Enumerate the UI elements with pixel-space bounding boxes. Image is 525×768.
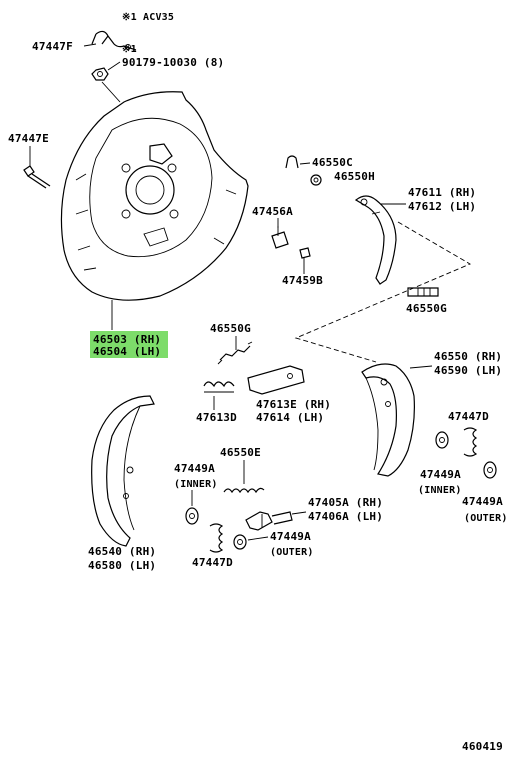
callout-47447d-left[interactable]: 47447D: [192, 556, 233, 569]
callout-47611[interactable]: 47611 (RH): [408, 186, 476, 199]
cup-47449a-inner-left-part: [185, 507, 199, 525]
callout-90179[interactable]: 90179-10030 (8): [122, 56, 224, 69]
nut-90179-part: [91, 67, 109, 81]
callout-46590[interactable]: 46590 (LH): [434, 364, 502, 377]
spring-46550g-left-part: [217, 341, 253, 365]
leader-47405a: [291, 511, 307, 515]
callout-47456a[interactable]: 47456A: [252, 205, 293, 218]
callout-46550g-left[interactable]: 46550G: [210, 322, 251, 335]
callout-47447f[interactable]: 47447F: [32, 40, 73, 53]
callout-47447e[interactable]: 47447E: [8, 132, 49, 145]
backing-plate-part: [60, 91, 249, 301]
cup-47449a-inner-right-part: [435, 431, 449, 449]
label-outer-left: (OUTER): [270, 547, 314, 558]
brake-shoe-right-part: [361, 363, 415, 477]
callout-46550c[interactable]: 46550C: [312, 156, 353, 169]
highlight-box: [90, 331, 168, 358]
clip-46550c-part: [285, 155, 299, 169]
pin-47447d-left-part: [209, 523, 224, 553]
cup-47449a-outer-left-part: [233, 534, 247, 550]
label-outer-right: (OUTER): [464, 513, 508, 524]
leader-nut-to-plate: [101, 81, 121, 103]
bolt-47459b-part: [299, 247, 311, 268]
callout-47613d[interactable]: 47613D: [196, 411, 237, 424]
callout-46550e[interactable]: 46550E: [220, 446, 261, 459]
callout-46504[interactable]: 46504 (LH): [93, 345, 161, 358]
callout-46540[interactable]: 46540 (RH): [88, 545, 156, 558]
callout-47405a[interactable]: 47405A (RH): [308, 496, 383, 509]
pin-47447d-right-part: [463, 427, 478, 457]
callout-47406a[interactable]: 47406A (LH): [308, 510, 383, 523]
callout-47449a-outer-right[interactable]: 47449A: [462, 495, 503, 508]
leader-46550: [409, 365, 433, 369]
callout-46503[interactable]: 46503 (RH): [93, 333, 161, 346]
spring-46550g-right-part: [407, 287, 439, 297]
callout-47612[interactable]: 47612 (LH): [408, 200, 476, 213]
callout-47614[interactable]: 47614 (LH): [256, 411, 324, 424]
callout-46550h[interactable]: 46550H: [334, 170, 375, 183]
callout-46550g-right[interactable]: 46550G: [406, 302, 447, 315]
bolt-47447e-part: [23, 165, 51, 189]
callout-46580[interactable]: 46580 (LH): [88, 559, 156, 572]
mark-1: ※1: [122, 44, 137, 55]
strut-47613e-part: [247, 365, 305, 395]
callout-46550[interactable]: 46550 (RH): [434, 350, 502, 363]
callout-47449a-inner-left[interactable]: 47449A: [174, 462, 215, 475]
plate-47456a-part: [271, 226, 289, 249]
label-inner-left: (INNER): [174, 479, 218, 490]
cup-47449a-outer-right-part: [483, 461, 497, 479]
leader-47447f: [83, 43, 97, 47]
leader-47449a-outer-left: [247, 536, 269, 541]
callout-47613e[interactable]: 47613E (RH): [256, 398, 331, 411]
adjuster-47405a-part: [245, 511, 293, 531]
spring-46550e-part: [223, 487, 265, 494]
callout-47449a-inner-right[interactable]: 47449A: [420, 468, 461, 481]
spring-47613d-part: [203, 381, 235, 393]
diagram-id: 460419: [462, 740, 503, 753]
callout-47449a-outer-left[interactable]: 47449A: [270, 530, 311, 543]
callout-47447d-right[interactable]: 47447D: [448, 410, 489, 423]
leader-46550c: [299, 162, 311, 165]
label-inner-right: (INNER): [418, 485, 462, 496]
callout-47459b[interactable]: 47459B: [282, 274, 323, 287]
model-note: ※1 ACV35: [122, 12, 174, 23]
brake-shoe-left-part: [91, 395, 155, 547]
lever-47611-part: [354, 195, 397, 285]
dashed-guide: [294, 221, 472, 363]
washer-46550h-part: [310, 174, 322, 186]
clip-47447f-part: [91, 30, 137, 51]
leader-90179: [107, 61, 121, 71]
